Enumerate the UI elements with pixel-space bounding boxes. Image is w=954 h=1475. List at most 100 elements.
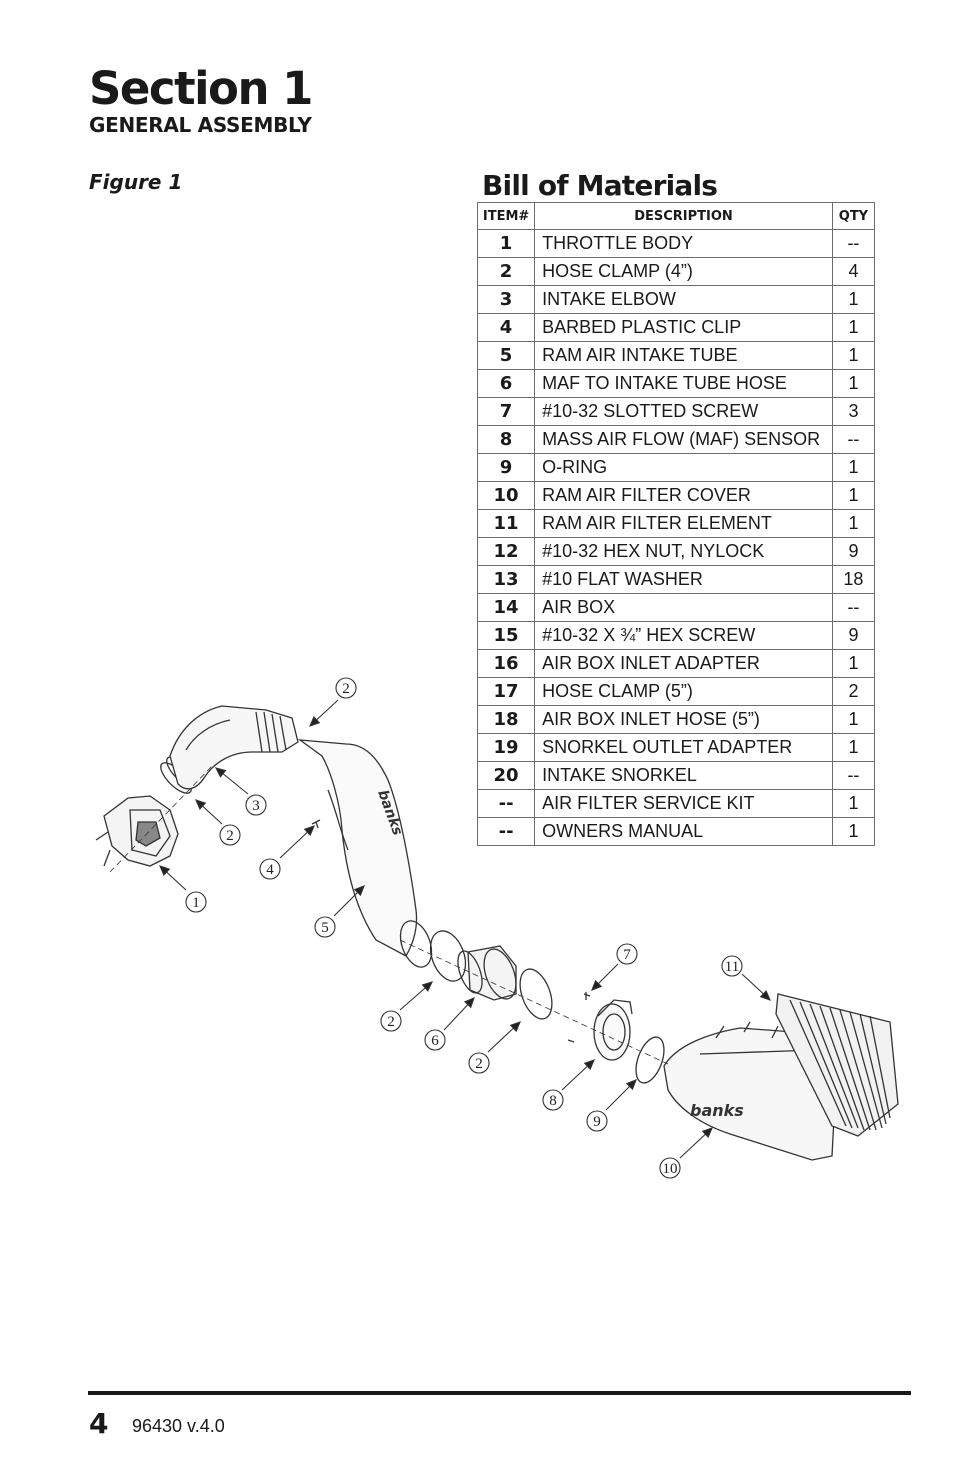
- description-cell: MAF TO INTAKE TUBE HOSE: [534, 369, 833, 398]
- description-cell: #10-32 HEX NUT, NYLOCK: [534, 537, 833, 566]
- section-title: Section 1: [89, 62, 313, 115]
- callout-number: 5: [321, 920, 329, 936]
- quantity-cell: 1: [831, 481, 876, 510]
- arrowhead-icon: [591, 979, 603, 991]
- description-cell: AIR FILTER SERVICE KIT: [534, 789, 833, 818]
- item-number-cell: 2: [476, 257, 536, 286]
- item-number-cell: 8: [476, 425, 536, 454]
- callout-3: 3: [214, 767, 267, 816]
- quantity-cell: 1: [831, 509, 876, 538]
- arrowhead-icon: [159, 865, 171, 877]
- callout-number: 2: [226, 828, 234, 844]
- hose-clamp-part-b: [429, 930, 467, 982]
- item-number-cell: 14: [476, 593, 536, 622]
- arrowhead-icon: [309, 715, 321, 727]
- callout-7: 2: [380, 981, 434, 1032]
- numbered-circle-icon: [245, 794, 267, 816]
- quantity-cell: 18: [831, 565, 876, 594]
- numbered-circle-icon: [424, 1029, 446, 1051]
- callout-1: 1: [159, 865, 207, 913]
- item-number-cell: 11: [476, 509, 536, 538]
- callout-4: 2: [309, 677, 357, 727]
- numbered-circle-icon: [259, 858, 281, 880]
- quantity-cell: 1: [831, 649, 876, 678]
- quantity-cell: 2: [831, 677, 876, 706]
- page-number: 4: [89, 1407, 109, 1440]
- quantity-cell: 3: [831, 397, 876, 426]
- description-cell: RAM AIR FILTER ELEMENT: [534, 509, 833, 538]
- arrowhead-icon: [759, 989, 771, 1001]
- numbered-circle-icon: [542, 1089, 564, 1111]
- quantity-cell: 1: [831, 285, 876, 314]
- callout-number: 6: [431, 1033, 439, 1049]
- arrowhead-icon: [463, 997, 475, 1009]
- bom-title: Bill of Materials: [482, 169, 718, 202]
- callout-number: 9: [593, 1114, 601, 1130]
- document-version: 96430 v.4.0: [132, 1416, 225, 1436]
- hose-clamp-part-c: [519, 968, 553, 1020]
- ram-air-filter-cover-part: banks: [663, 1021, 837, 1161]
- arrowhead-icon: [625, 1079, 637, 1091]
- arrowhead-icon: [421, 981, 434, 992]
- item-number-cell: 10: [476, 481, 536, 510]
- numbered-circle-icon: [335, 677, 357, 699]
- item-number-cell: 13: [476, 565, 536, 594]
- description-cell: O-RING: [534, 453, 833, 482]
- description-cell: RAM AIR FILTER COVER: [534, 481, 833, 510]
- quantity-cell: 9: [831, 621, 876, 650]
- callout-2: 2: [195, 799, 241, 846]
- description-cell: INTAKE ELBOW: [534, 285, 833, 314]
- item-number-cell: 3: [476, 285, 536, 314]
- callout-12: 9: [586, 1079, 637, 1132]
- item-number-cell: 19: [476, 733, 536, 762]
- quantity-cell: 1: [831, 789, 876, 818]
- numbered-circle-icon: [314, 916, 336, 938]
- callout-number: 2: [387, 1014, 395, 1030]
- description-cell: HOSE CLAMP (4”): [534, 257, 833, 286]
- item-number-cell: 1: [476, 229, 536, 258]
- item-number-cell: 20: [476, 761, 536, 790]
- callout-number: 11: [725, 959, 739, 975]
- item-number-cell: 9: [476, 453, 536, 482]
- numbered-circle-icon: [219, 824, 241, 846]
- callout-9: 2: [468, 1021, 521, 1074]
- callout-11: 8: [542, 1059, 595, 1111]
- quantity-cell: 1: [831, 817, 876, 846]
- o-ring-part: [635, 1036, 665, 1084]
- item-number-cell: 7: [476, 397, 536, 426]
- callout-14: 11: [721, 955, 771, 1001]
- ram-air-filter-element-part: [775, 993, 899, 1137]
- callout-number: 1: [192, 895, 200, 911]
- item-number-cell: 6: [476, 369, 536, 398]
- description-cell: HOSE CLAMP (5”): [534, 677, 833, 706]
- numbered-circle-icon: [468, 1052, 490, 1074]
- item-number-cell: 5: [476, 341, 536, 370]
- quantity-cell: 1: [831, 453, 876, 482]
- numbered-circle-icon: [185, 891, 207, 913]
- description-cell: INTAKE SNORKEL: [534, 761, 833, 790]
- numbered-circle-icon: [721, 955, 743, 977]
- numbered-circle-icon: [616, 943, 638, 965]
- arrowhead-icon: [701, 1127, 713, 1139]
- description-cell: #10-32 SLOTTED SCREW: [534, 397, 833, 426]
- description-cell: THROTTLE BODY: [534, 229, 833, 258]
- arrowhead-icon: [353, 885, 365, 897]
- section-subtitle: GENERAL ASSEMBLY: [89, 113, 312, 137]
- footer-rule: [88, 1391, 911, 1395]
- description-cell: AIR BOX: [534, 593, 833, 622]
